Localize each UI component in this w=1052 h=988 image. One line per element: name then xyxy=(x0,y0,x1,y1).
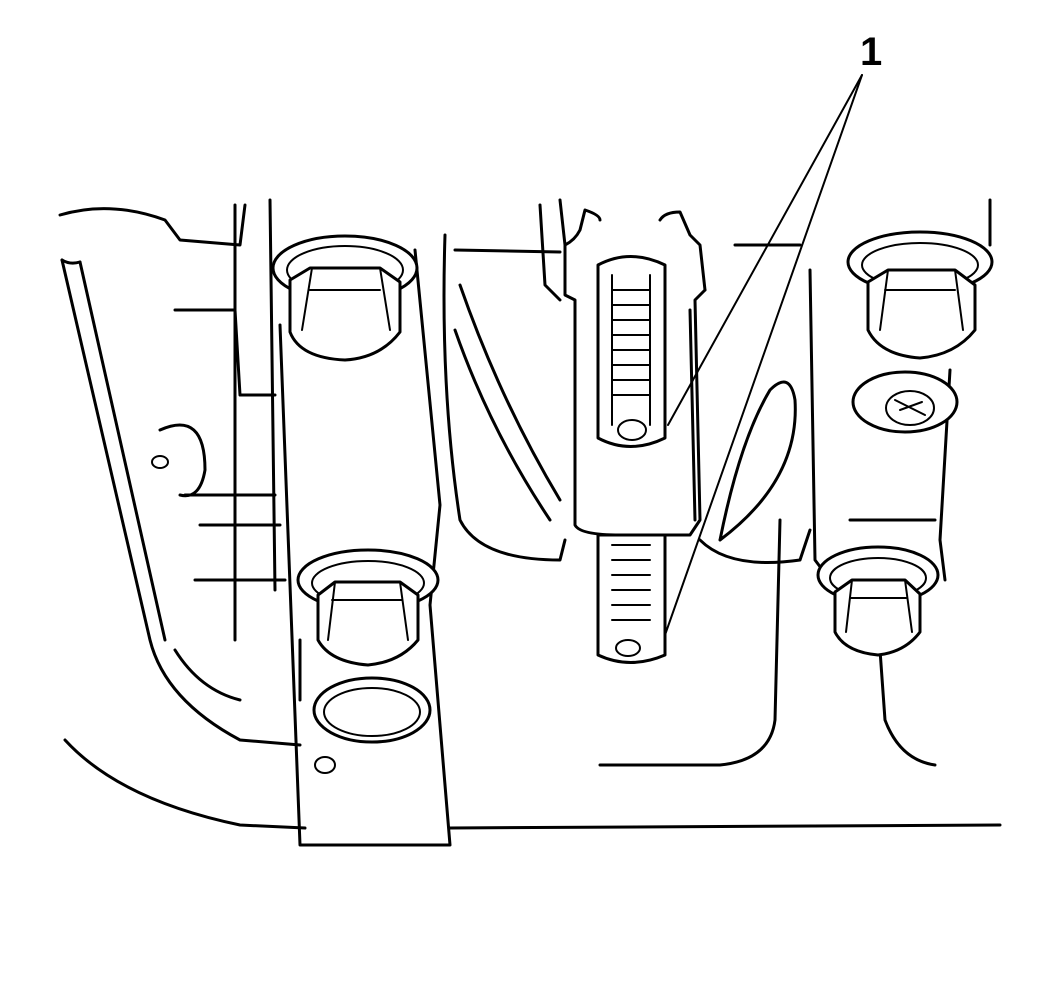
right-bracket xyxy=(810,200,990,765)
center-block xyxy=(444,200,810,765)
engine-block-housing xyxy=(60,200,1000,828)
bolt-right-lower xyxy=(818,547,938,655)
callout-leader-lines xyxy=(665,75,862,635)
bolt-left-lower xyxy=(298,550,438,665)
threaded-stud-lower xyxy=(598,535,665,663)
bolt-left-upper xyxy=(273,236,417,360)
callout-1-label: 1 xyxy=(860,30,882,74)
threaded-stud-upper xyxy=(598,257,665,447)
bolt-right-upper xyxy=(848,232,992,358)
left-bracket xyxy=(280,250,450,845)
